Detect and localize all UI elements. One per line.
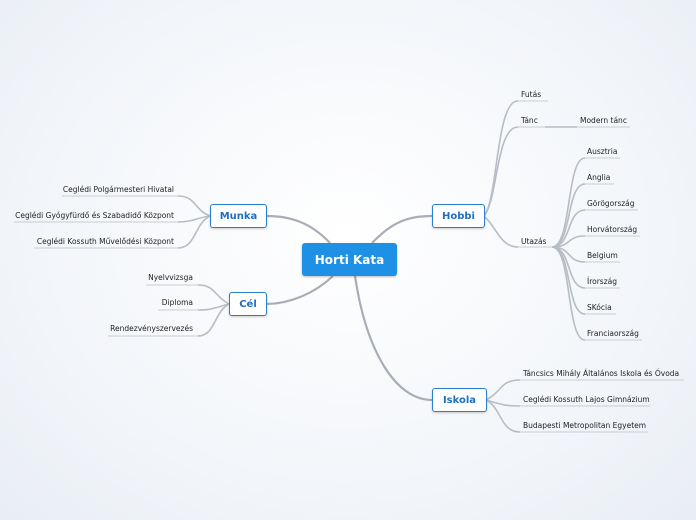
- leaf-iskola[interactable]: Táncsics Mihály Általános Iskola és Óvod…: [523, 369, 680, 378]
- edge-root-hobbi: [371, 214, 433, 244]
- leaf-munka[interactable]: Ceglédi Kossuth Művelődési Központ: [36, 237, 174, 246]
- leaf-iskola[interactable]: Ceglédi Kossuth Lajos Gimnázium: [523, 395, 650, 404]
- leaf-country[interactable]: Görögország: [587, 199, 635, 208]
- node-cel[interactable]: Cél: [229, 292, 267, 316]
- leaf-tanc[interactable]: Tánc: [521, 116, 538, 125]
- leaf-country[interactable]: Horvátország: [587, 225, 638, 234]
- leaf-country[interactable]: Anglia: [587, 173, 611, 182]
- leaf-cel[interactable]: Nyelvvizsga: [148, 273, 193, 282]
- leaf-country[interactable]: Írország: [587, 277, 618, 286]
- edge-root-munka: [265, 214, 331, 244]
- leaf-cel[interactable]: Rendezvényszervezés: [110, 324, 193, 333]
- root-node[interactable]: Horti Kata: [302, 243, 397, 276]
- leaf-cel[interactable]: Diploma: [161, 298, 193, 307]
- leaf-iskola[interactable]: Budapesti Metropolitan Egyetem: [523, 421, 647, 430]
- leaf-country[interactable]: SKócia: [587, 303, 612, 312]
- leaf-utazas[interactable]: Utazás: [521, 237, 547, 246]
- leaf-country[interactable]: Belgium: [587, 251, 618, 260]
- leaf-country[interactable]: Franciaország: [587, 329, 639, 338]
- leaf-modern-tanc[interactable]: Modern tánc: [580, 116, 627, 125]
- edge-root-cel: [265, 275, 334, 306]
- node-munka[interactable]: Munka: [210, 204, 267, 228]
- leaf-munka[interactable]: Ceglédi Polgármesteri Hivatal: [62, 185, 174, 194]
- leaf-munka[interactable]: Ceglédi Gyógyfürdő és Szabadidő Központ: [15, 211, 174, 220]
- node-hobbi[interactable]: Hobbi: [432, 204, 485, 228]
- edge-root-iskola: [353, 275, 433, 402]
- node-iskola[interactable]: Iskola: [432, 388, 487, 412]
- leaf-futas[interactable]: Futás: [521, 90, 542, 99]
- leaf-country[interactable]: Ausztria: [587, 147, 618, 156]
